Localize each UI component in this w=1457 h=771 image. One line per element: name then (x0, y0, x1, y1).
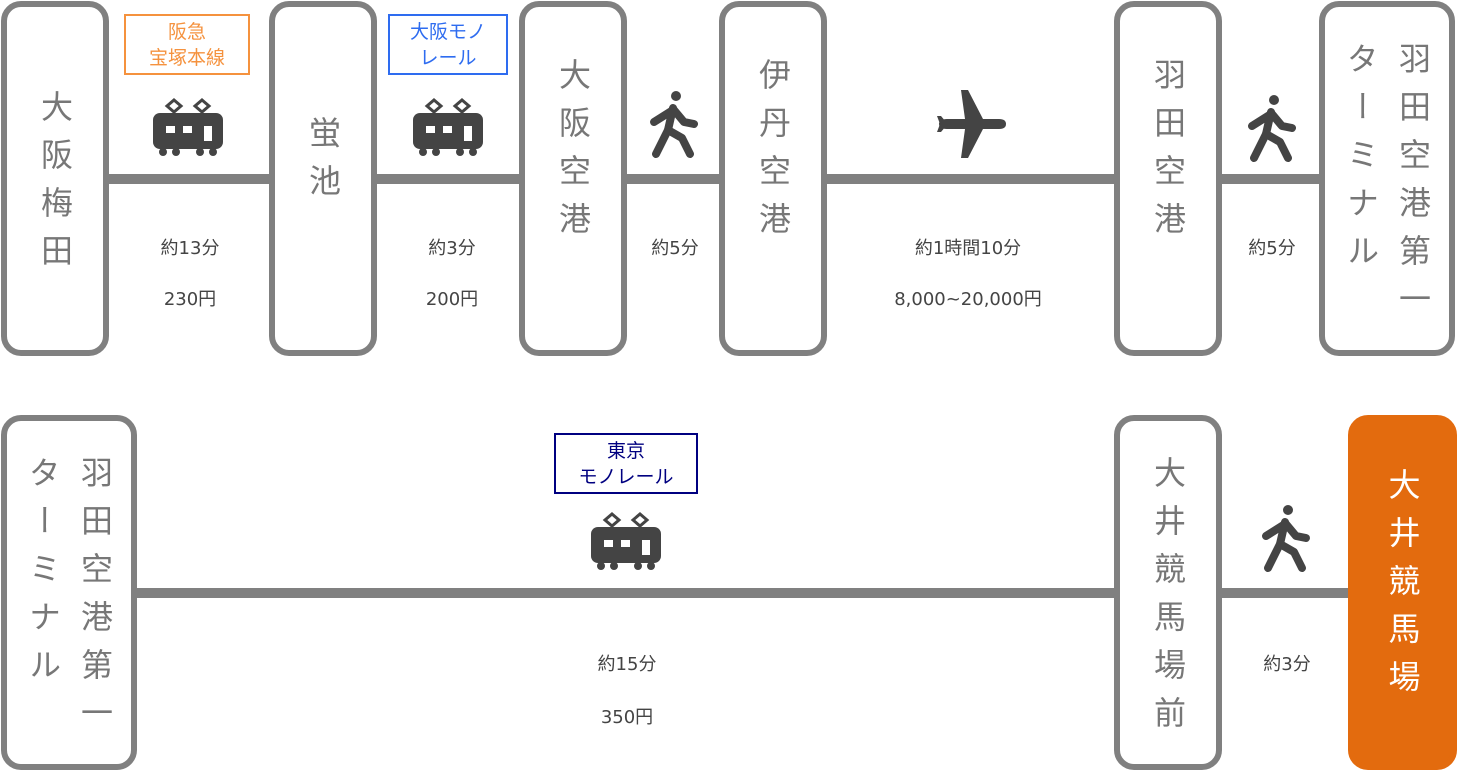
route-line (133, 588, 1120, 598)
train-icon (413, 98, 483, 156)
segment-time: 約15分 (597, 654, 657, 675)
segment-fare: 8,000~20,000円 (894, 289, 1042, 310)
station-name: 羽田空港第一 ターミナル (24, 455, 114, 744)
line-tag-tokyo-monorail: 東京 モノレール (554, 433, 698, 494)
station-name: 羽田空港 (1149, 57, 1187, 250)
segment-fare: 230円 (163, 289, 217, 310)
walk-icon (1248, 95, 1296, 162)
station-name: 蛍池 (304, 115, 342, 212)
line-tag-hankyu: 阪急 宝塚本線 (124, 14, 250, 75)
station-oi-keibajo-mae[interactable]: 大井競馬場前 (1114, 415, 1222, 770)
line-name: 阪急 宝塚本線 (148, 20, 225, 69)
segment-time: 約5分 (651, 238, 699, 259)
line-name: 大阪モノ レール (409, 20, 486, 69)
station-hotarugaike[interactable]: 蛍池 (269, 1, 377, 356)
station-name: 伊丹空港 (754, 57, 792, 250)
segment-fare: 350円 (600, 707, 654, 728)
station-name: 大阪梅田 (36, 89, 74, 282)
route-line (1218, 174, 1325, 184)
segment-fare: 200円 (425, 289, 479, 310)
walk-icon (1262, 505, 1310, 572)
station-osaka-umeda[interactable]: 大阪梅田 (1, 1, 109, 356)
segment-time: 約3分 (1263, 654, 1311, 675)
segment-time: 約5分 (1248, 238, 1296, 259)
station-haneda-terminal-1[interactable]: 羽田空港第一 ターミナル (1319, 1, 1455, 356)
line-tag-osaka-monorail: 大阪モノ レール (388, 14, 508, 75)
train-icon (591, 512, 661, 570)
route-line (623, 174, 725, 184)
segment-time: 約3分 (428, 238, 476, 259)
line-name: 東京 モノレール (578, 439, 674, 488)
station-osaka-airport[interactable]: 大阪空港 (519, 1, 627, 356)
segment-time: 約1時間10分 (914, 238, 1022, 259)
route-line (1218, 588, 1352, 598)
station-name: 大井競馬場 (1383, 467, 1422, 708)
station-itami-airport[interactable]: 伊丹空港 (719, 1, 827, 356)
station-name: 大井競馬場前 (1149, 455, 1187, 744)
station-name: 大阪空港 (554, 57, 592, 250)
plane-icon (937, 90, 1006, 158)
station-haneda-terminal-1[interactable]: 羽田空港第一 ターミナル (1, 415, 137, 770)
station-haneda-airport[interactable]: 羽田空港 (1114, 1, 1222, 356)
segment-time: 約13分 (160, 238, 220, 259)
walk-icon (650, 91, 698, 158)
station-name: 羽田空港第一 ターミナル (1342, 41, 1432, 330)
train-icon (153, 98, 223, 156)
route-line (105, 174, 275, 184)
station-oi-racecourse-destination[interactable]: 大井競馬場 (1348, 415, 1457, 770)
route-line (823, 174, 1120, 184)
route-line (373, 174, 525, 184)
